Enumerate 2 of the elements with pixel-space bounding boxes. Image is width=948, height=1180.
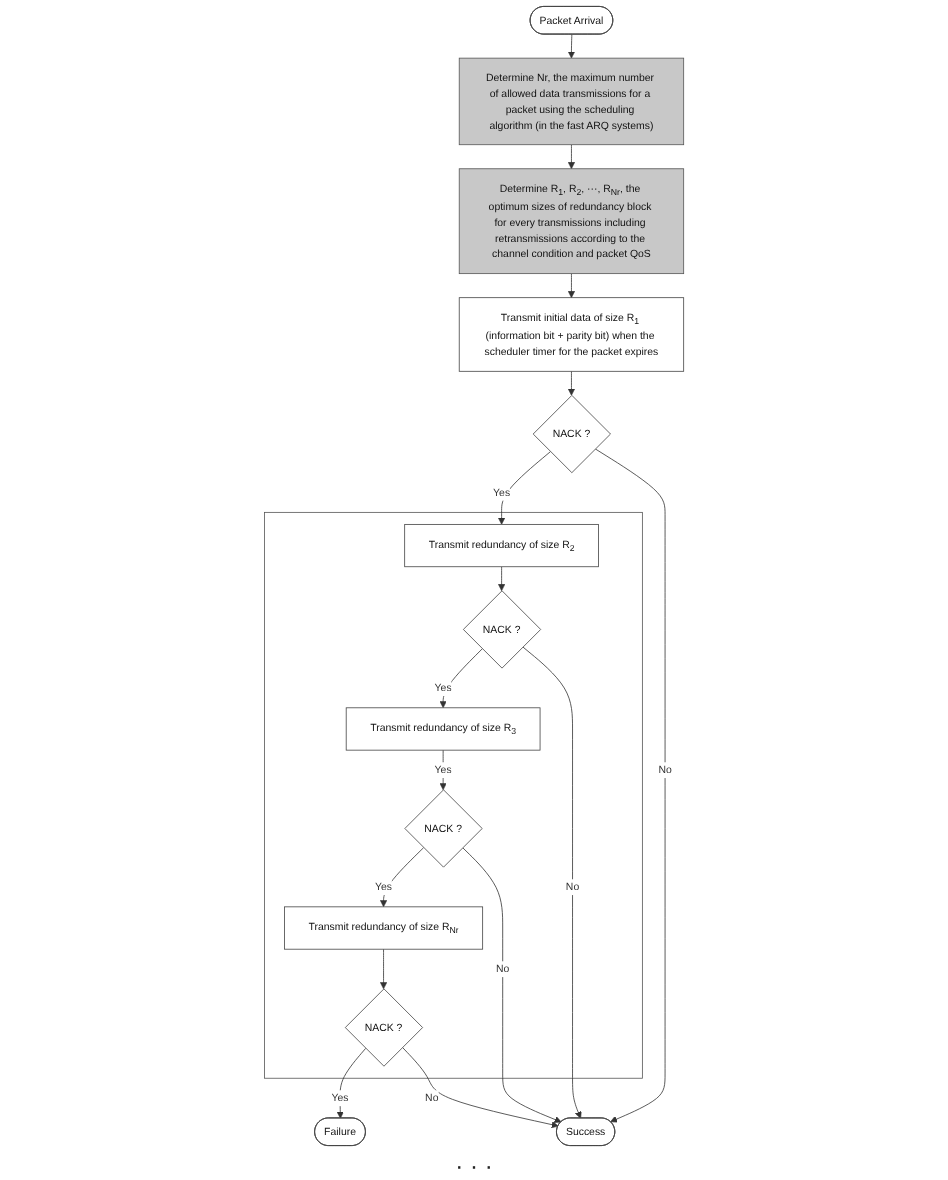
cluster <box>263 511 643 1079</box>
ellipsis-note: · · · <box>455 1152 493 1180</box>
